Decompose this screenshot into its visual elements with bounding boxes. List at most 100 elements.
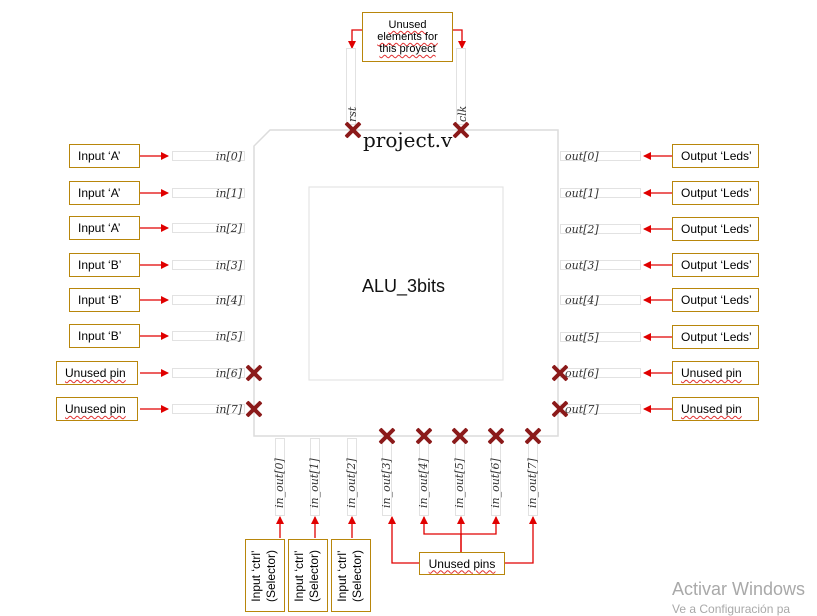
unused-elements-note: Unused elements for this proyect: [362, 12, 453, 62]
left-label-text: Input ‘B’: [78, 258, 122, 272]
pin-out-4: out[4]: [560, 294, 641, 307]
right-label-text: Unused pin: [681, 366, 742, 380]
pin-in-out-label-7: in_out[7]: [526, 458, 539, 508]
left-label-box-2: Input ‘A’: [69, 216, 140, 240]
pin-out-7: out[7]: [560, 403, 641, 416]
x-mark-out-7: [551, 400, 569, 418]
x-mark-rst: [344, 121, 362, 139]
right-label-text: Output ‘Leds’: [681, 186, 752, 200]
x-mark-in-7: [245, 400, 263, 418]
left-label-text: Unused pin: [65, 402, 126, 416]
pin-in-out-1: [310, 438, 320, 516]
x-mark-in-out-3: [378, 427, 396, 445]
chip-outline: [253, 129, 559, 437]
x-mark-out-6: [551, 364, 569, 382]
right-label-box-1: Output ‘Leds’: [672, 181, 759, 205]
selector-box-1: Input ‘ctrl’ (Selector): [288, 539, 328, 612]
pin-out-2: out[2]: [560, 223, 641, 236]
selector-box-0-line2: (Selector): [264, 550, 278, 603]
left-label-text: Input ‘B’: [78, 293, 122, 307]
x-mark-in-6: [245, 364, 263, 382]
x-mark-in-out-4: [415, 427, 433, 445]
module-file-name: project.v: [363, 128, 453, 152]
left-label-text: Input ‘A’: [78, 221, 121, 235]
unused-pins-box: Unused pins: [419, 552, 505, 575]
pin-rst-label: rst: [346, 106, 359, 122]
pin-in-out-label-4: in_out[4]: [417, 458, 430, 508]
right-label-box-4: Output ‘Leds’: [672, 288, 759, 312]
pin-in-out-label-1: in_out[1]: [308, 458, 321, 508]
pin-in-0: in[0]: [172, 150, 245, 163]
x-mark-in-out-5: [451, 427, 469, 445]
pin-in-6: in[6]: [172, 367, 245, 380]
arrow-in-out-4: [420, 516, 462, 552]
right-label-box-5: Output ‘Leds’: [672, 325, 759, 349]
arrow-in-out-7: [505, 516, 537, 564]
right-label-text: Output ‘Leds’: [681, 258, 752, 272]
core-label: ALU_3bits: [362, 276, 446, 296]
pin-in-out-label-3: in_out[3]: [380, 458, 393, 508]
pin-in-7: in[7]: [172, 403, 245, 416]
selector-box-2-line2: (Selector): [350, 550, 364, 603]
right-label-box-3: Output ‘Leds’: [672, 253, 759, 277]
selector-box-1-line1: Input ‘ctrl’: [292, 550, 306, 602]
pin-in-out-0: [275, 438, 285, 516]
arrow-in-out-3: [388, 516, 419, 564]
pin-in-2: in[2]: [172, 222, 245, 235]
pin-in-5: in[5]: [172, 330, 245, 343]
left-label-box-3: Input ‘B’: [69, 253, 140, 277]
right-label-text: Output ‘Leds’: [681, 293, 752, 307]
right-label-text: Output ‘Leds’: [681, 149, 752, 163]
selector-box-2: Input ‘ctrl’ (Selector): [331, 539, 371, 612]
selector-box-1-line2: (Selector): [307, 550, 321, 603]
note-line-2: elements for: [377, 31, 438, 43]
selector-box-2-text: Input ‘ctrl’ (Selector): [335, 542, 365, 610]
selector-box-0-text: Input ‘ctrl’ (Selector): [249, 542, 279, 610]
note-line-1: Unused: [388, 19, 427, 31]
pin-in-out-label-5: in_out[5]: [453, 458, 466, 508]
core-outline: [308, 186, 504, 381]
right-label-box-7: Unused pin: [672, 397, 759, 421]
unused-pins-label: Unused pins: [428, 556, 496, 571]
pin-in-out-label-2: in_out[2]: [345, 458, 358, 508]
pin-in-out-2: [347, 438, 357, 516]
right-label-text: Output ‘Leds’: [681, 330, 752, 344]
x-mark-clk: [452, 121, 470, 139]
pin-clk-label: clk: [456, 105, 469, 122]
pin-in-4: in[4]: [172, 294, 245, 307]
pin-in-3: in[3]: [172, 259, 245, 272]
left-label-box-7: Unused pin: [56, 397, 138, 421]
selector-box-2-line1: Input ‘ctrl’: [335, 550, 349, 602]
arrow-rst: [348, 29, 362, 49]
pin-out-6: out[6]: [560, 367, 641, 380]
activation-watermark-subtitle: Ve a Configuración pa: [672, 602, 791, 616]
selector-box-1-text: Input ‘ctrl’ (Selector): [292, 542, 322, 610]
left-label-box-5: Input ‘B’: [69, 324, 140, 348]
right-label-box-2: Output ‘Leds’: [672, 217, 759, 241]
arrow-clk: [452, 29, 466, 49]
right-label-text: Output ‘Leds’: [681, 222, 752, 236]
left-label-box-1: Input ‘A’: [69, 181, 140, 205]
x-mark-in-out-6: [487, 427, 505, 445]
right-label-box-6: Unused pin: [672, 361, 759, 385]
selector-box-0-line1: Input ‘ctrl’: [249, 550, 263, 602]
left-label-text: Input ‘A’: [78, 186, 121, 200]
left-label-box-4: Input ‘B’: [69, 288, 140, 312]
pin-out-5: out[5]: [560, 331, 641, 344]
left-label-text: Input ‘B’: [78, 329, 122, 343]
note-line-3: this proyect: [379, 43, 436, 55]
left-label-text: Unused pin: [65, 366, 126, 380]
x-mark-in-out-7: [524, 427, 542, 445]
activation-watermark-title: Activar Windows: [672, 579, 806, 599]
selector-box-0: Input ‘ctrl’ (Selector): [245, 539, 285, 612]
pin-out-0: out[0]: [560, 150, 641, 163]
pin-out-3: out[3]: [560, 259, 641, 272]
right-label-text: Unused pin: [681, 402, 742, 416]
pin-in-out-label-6: in_out[6]: [489, 458, 502, 508]
left-label-box-6: Unused pin: [56, 361, 138, 385]
left-label-text: Input ‘A’: [78, 149, 121, 163]
left-label-box-0: Input ‘A’: [69, 144, 140, 168]
arrow-in-out-6: [461, 516, 500, 535]
pin-in-out-label-0: in_out[0]: [273, 458, 286, 508]
